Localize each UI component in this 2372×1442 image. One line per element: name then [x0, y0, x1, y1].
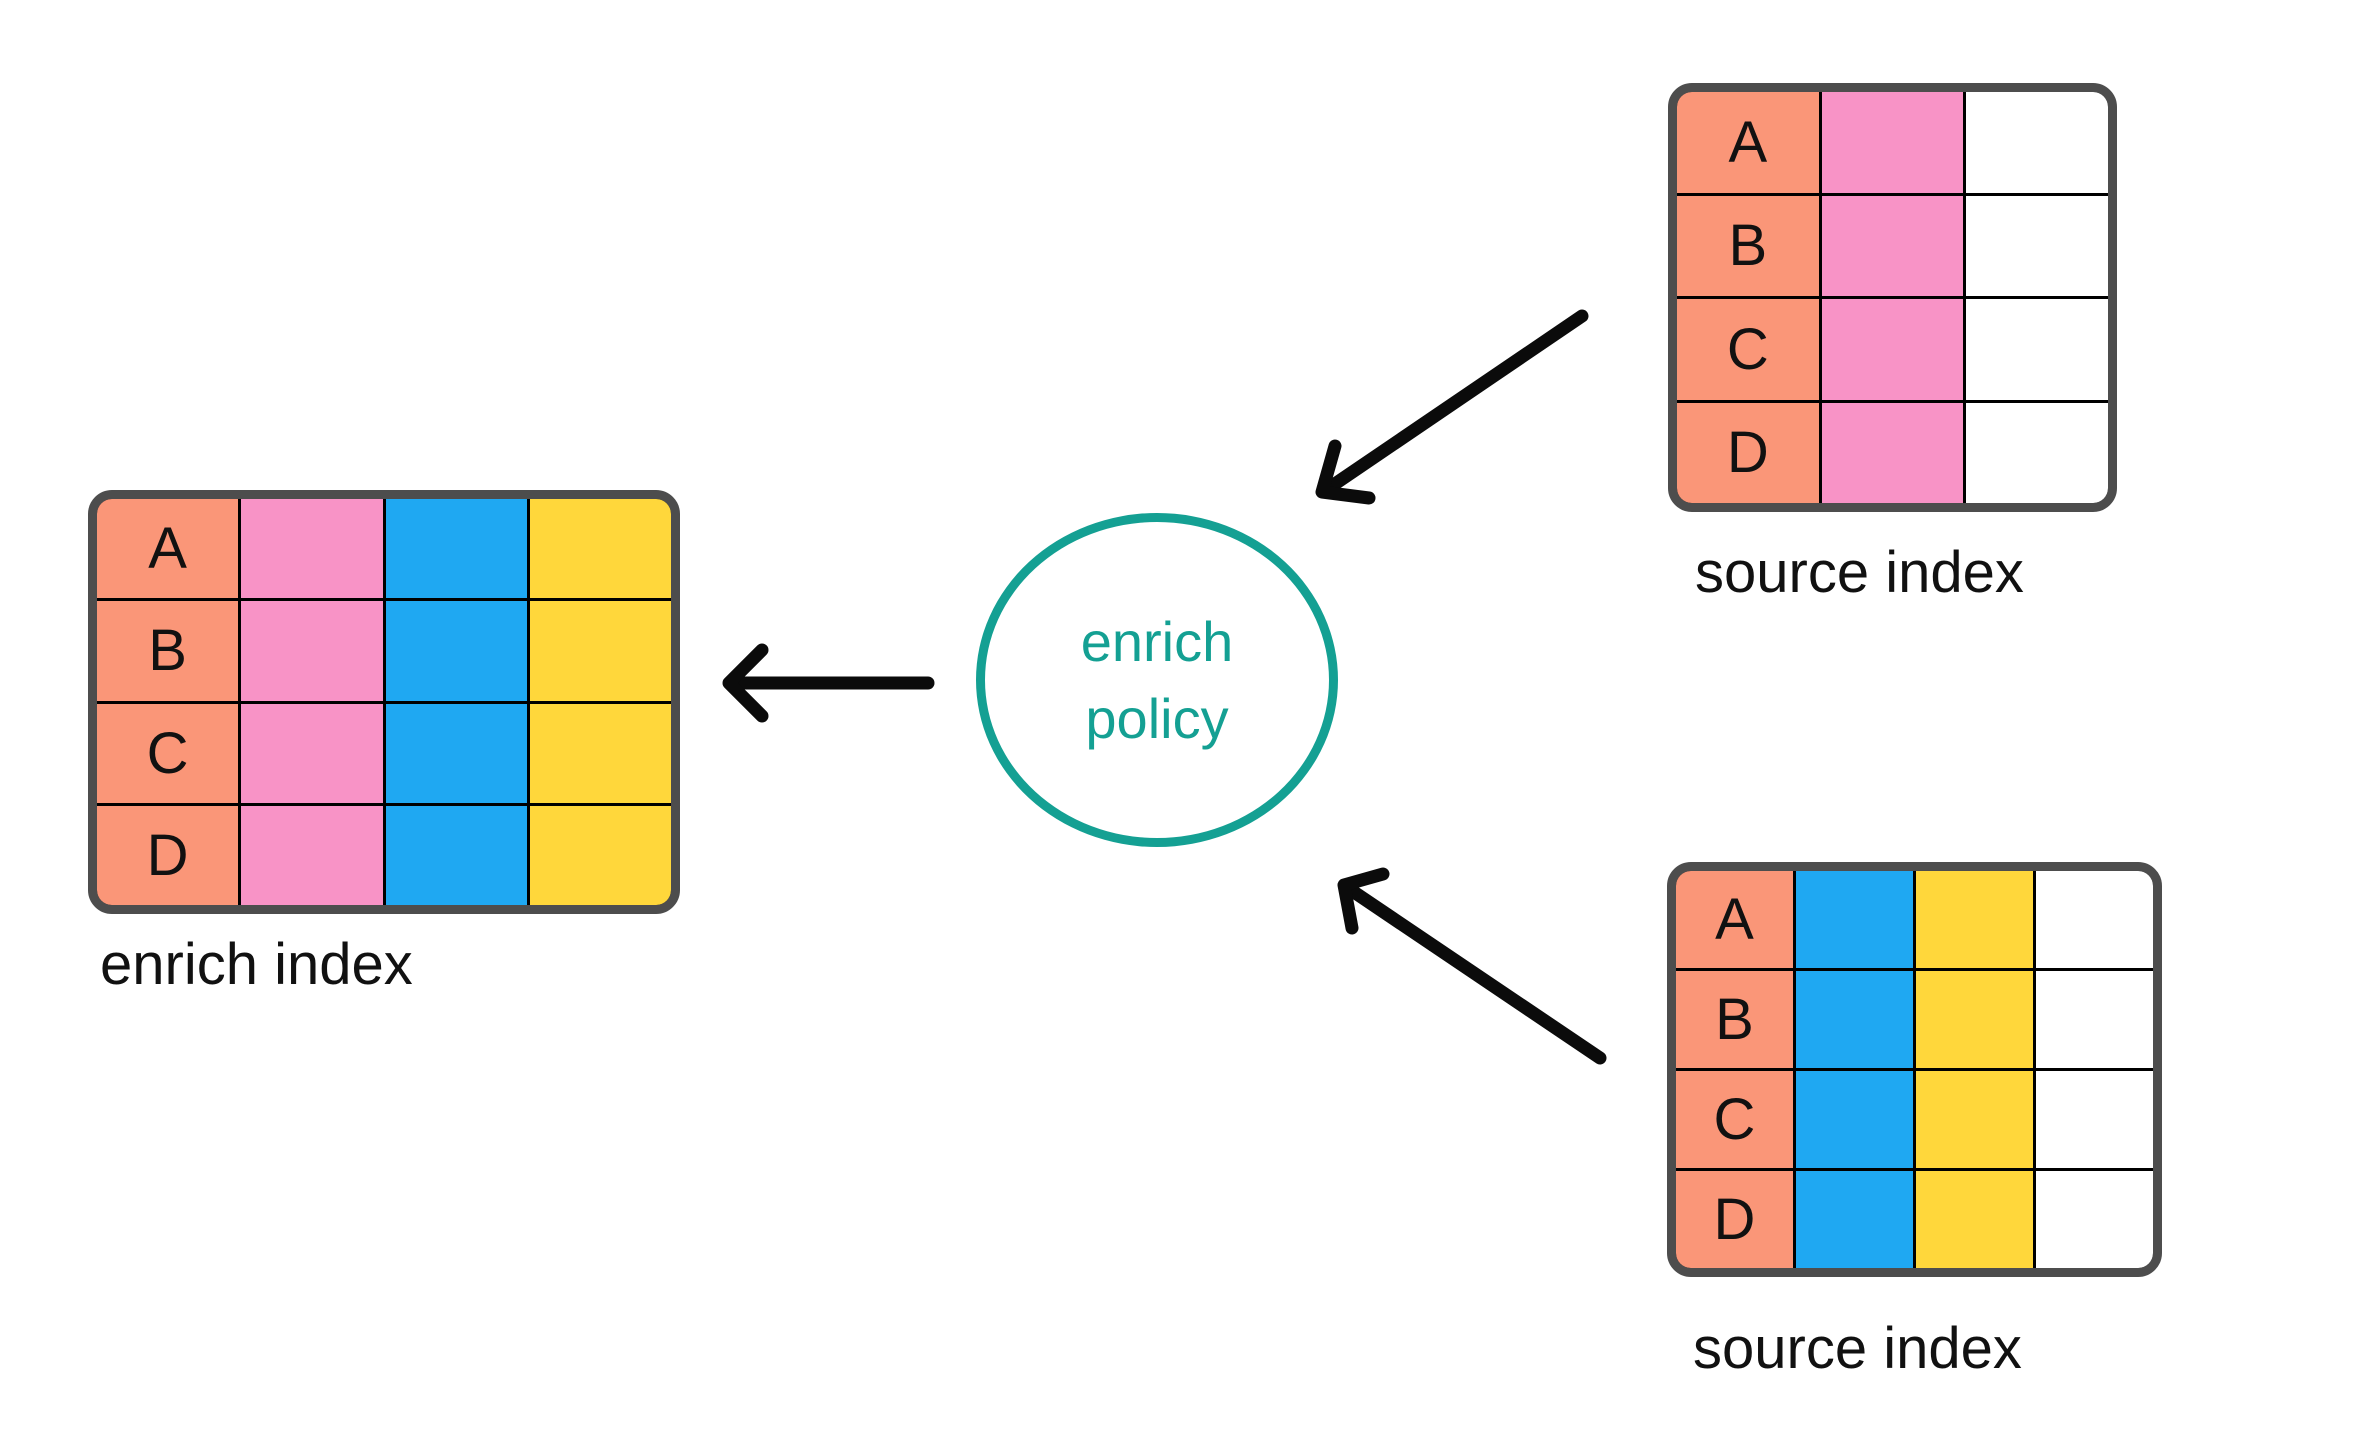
row-key-cell: C — [97, 703, 239, 803]
data-cell — [1821, 402, 1964, 503]
data-cell — [1916, 871, 2033, 968]
row-key-cell: B — [97, 601, 239, 701]
data-cell — [1966, 92, 2108, 193]
data-cell — [385, 499, 527, 599]
data-cell — [2036, 1171, 2153, 1268]
data-cell — [241, 499, 383, 599]
data-cell — [1821, 92, 1964, 193]
data-cell — [385, 601, 527, 701]
enrich-policy-label-line2: policy — [1085, 687, 1229, 750]
data-cell — [385, 703, 527, 803]
enrich-index-label: enrich index — [100, 932, 413, 997]
data-cell — [529, 805, 671, 905]
enrich-policy-node: enrich policy — [976, 513, 1338, 847]
data-cell — [241, 805, 383, 905]
data-cell — [529, 499, 671, 599]
row-key-cell: A — [97, 499, 239, 599]
row-key-cell: A — [1676, 871, 1793, 968]
row-key-cell: B — [1676, 971, 1793, 1068]
arrow-source-top-to-policy-icon — [1315, 309, 1589, 505]
data-cell — [1821, 299, 1964, 400]
data-cell — [1966, 195, 2108, 296]
arrow-source-bottom-to-policy-icon — [1337, 867, 1607, 1065]
data-cell — [1916, 971, 2033, 1068]
row-key-cell: B — [1677, 195, 1819, 296]
data-cell — [2036, 871, 2153, 968]
data-cell — [529, 703, 671, 803]
data-cell — [1966, 299, 2108, 400]
source-index-top-label: source index — [1695, 540, 2024, 605]
data-cell — [1916, 1171, 2033, 1268]
data-cell — [1966, 402, 2108, 503]
data-cell — [1796, 971, 1913, 1068]
data-cell — [241, 703, 383, 803]
row-key-cell: D — [1677, 402, 1819, 503]
enrich-policy-label-line1: enrich — [1080, 610, 1234, 673]
data-cell — [529, 601, 671, 701]
data-cell — [241, 601, 383, 701]
data-cell — [2036, 1071, 2153, 1168]
source-index-bottom-label: source index — [1693, 1316, 2022, 1381]
data-cell — [2036, 971, 2153, 1068]
row-key-cell: C — [1677, 299, 1819, 400]
data-cell — [1796, 871, 1913, 968]
row-key-cell: C — [1676, 1071, 1793, 1168]
data-cell — [1821, 195, 1964, 296]
row-key-cell: D — [1676, 1171, 1793, 1268]
arrow-policy-to-enrich-index-icon — [722, 643, 935, 723]
data-cell — [1796, 1171, 1913, 1268]
data-cell — [1916, 1071, 2033, 1168]
data-cell — [1796, 1071, 1913, 1168]
data-cell — [385, 805, 527, 905]
row-key-cell: D — [97, 805, 239, 905]
row-key-cell: A — [1677, 92, 1819, 193]
